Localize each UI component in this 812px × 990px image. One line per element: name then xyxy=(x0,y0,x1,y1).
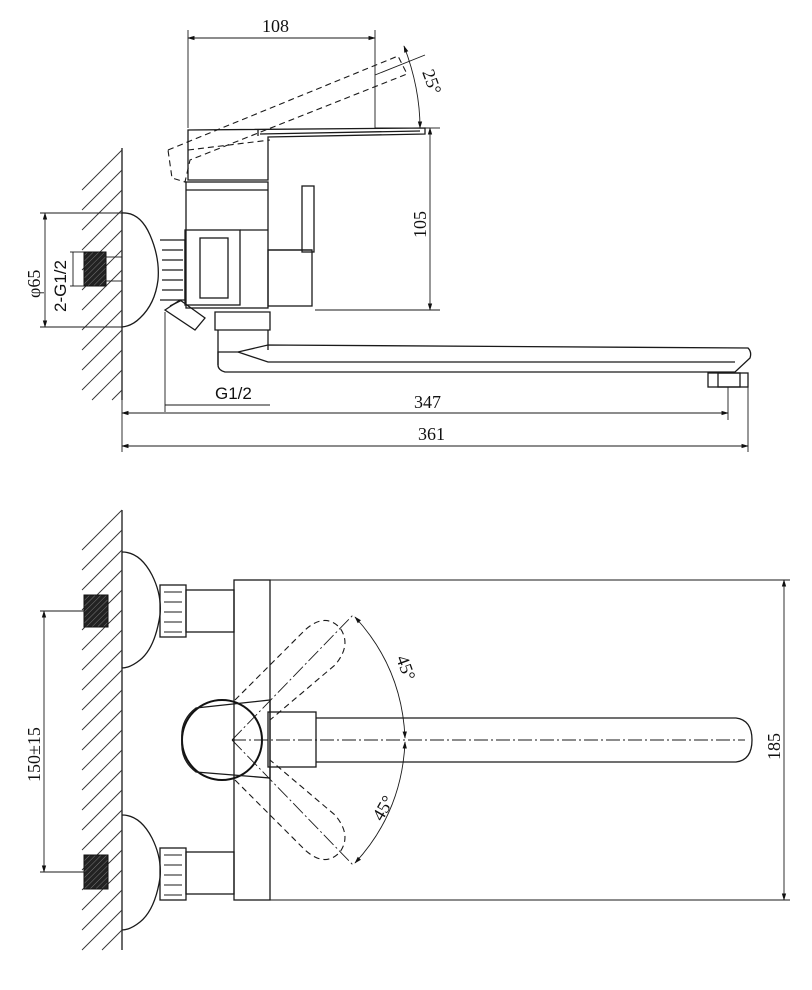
top-view: 45° 45° 150±15 185 xyxy=(24,509,790,951)
lever-stem xyxy=(301,185,315,253)
dim-rotation-lower: 45° xyxy=(368,792,398,824)
aerator xyxy=(707,372,749,388)
handle-head xyxy=(187,127,426,181)
dim-spout-reach: 347 xyxy=(414,392,441,412)
dim-overall-length: 361 xyxy=(418,424,445,444)
side-view: 108 25° 105 φ65 2-G1/2 G1/2 347 361 xyxy=(24,16,752,452)
spout-top xyxy=(316,717,753,763)
connector-knurl-upper xyxy=(83,594,109,628)
dim-body-depth: 185 xyxy=(764,733,784,760)
dim-rotation-upper: 45° xyxy=(392,653,419,684)
wall-flange xyxy=(121,212,159,328)
flange-upper xyxy=(121,551,161,669)
dim-top-width: 108 xyxy=(262,16,289,36)
dim-connection-thread: 2-G1/2 xyxy=(51,260,70,312)
handle-rotated-lower xyxy=(234,759,346,861)
eccentric-nut xyxy=(160,239,186,301)
dim-height: 105 xyxy=(410,211,430,238)
cartridge-body xyxy=(185,181,269,309)
handle-rotated-dashed xyxy=(167,55,408,183)
spout-connector xyxy=(214,311,271,365)
dim-flange-diameter: φ65 xyxy=(24,270,44,298)
dim-center-distance: 150±15 xyxy=(24,727,44,782)
connector-knurl xyxy=(83,251,107,287)
dim-handle-angle: 25° xyxy=(418,67,445,98)
handle-rotated-upper xyxy=(234,619,346,721)
spout xyxy=(217,344,752,373)
connector-knurl-lower xyxy=(83,854,109,890)
dim-outlet-thread: G1/2 xyxy=(215,384,252,403)
flange-lower xyxy=(121,814,161,931)
body-connector xyxy=(184,229,241,306)
